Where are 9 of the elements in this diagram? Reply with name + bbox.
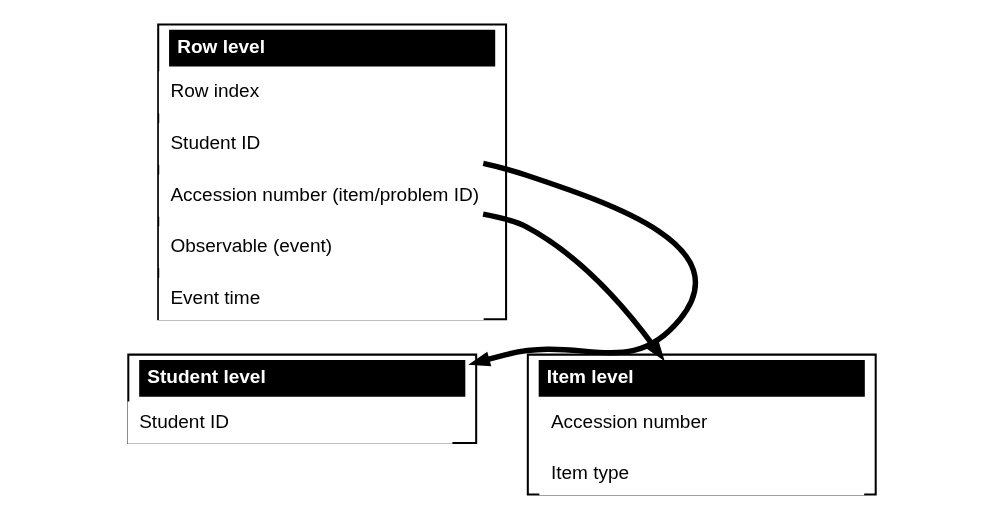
node-text: Accession number (item/problem ID) [169, 183, 479, 205]
node-text: Observable (event) [169, 235, 332, 257]
node-text: Accession number [550, 410, 707, 432]
node-box: Student ID [127, 401, 452, 444]
arrow [482, 211, 665, 362]
arrow [467, 160, 698, 367]
node-box: Event time [158, 277, 484, 320]
node-text: Student ID [169, 132, 260, 154]
node-text: Row index [169, 80, 259, 102]
